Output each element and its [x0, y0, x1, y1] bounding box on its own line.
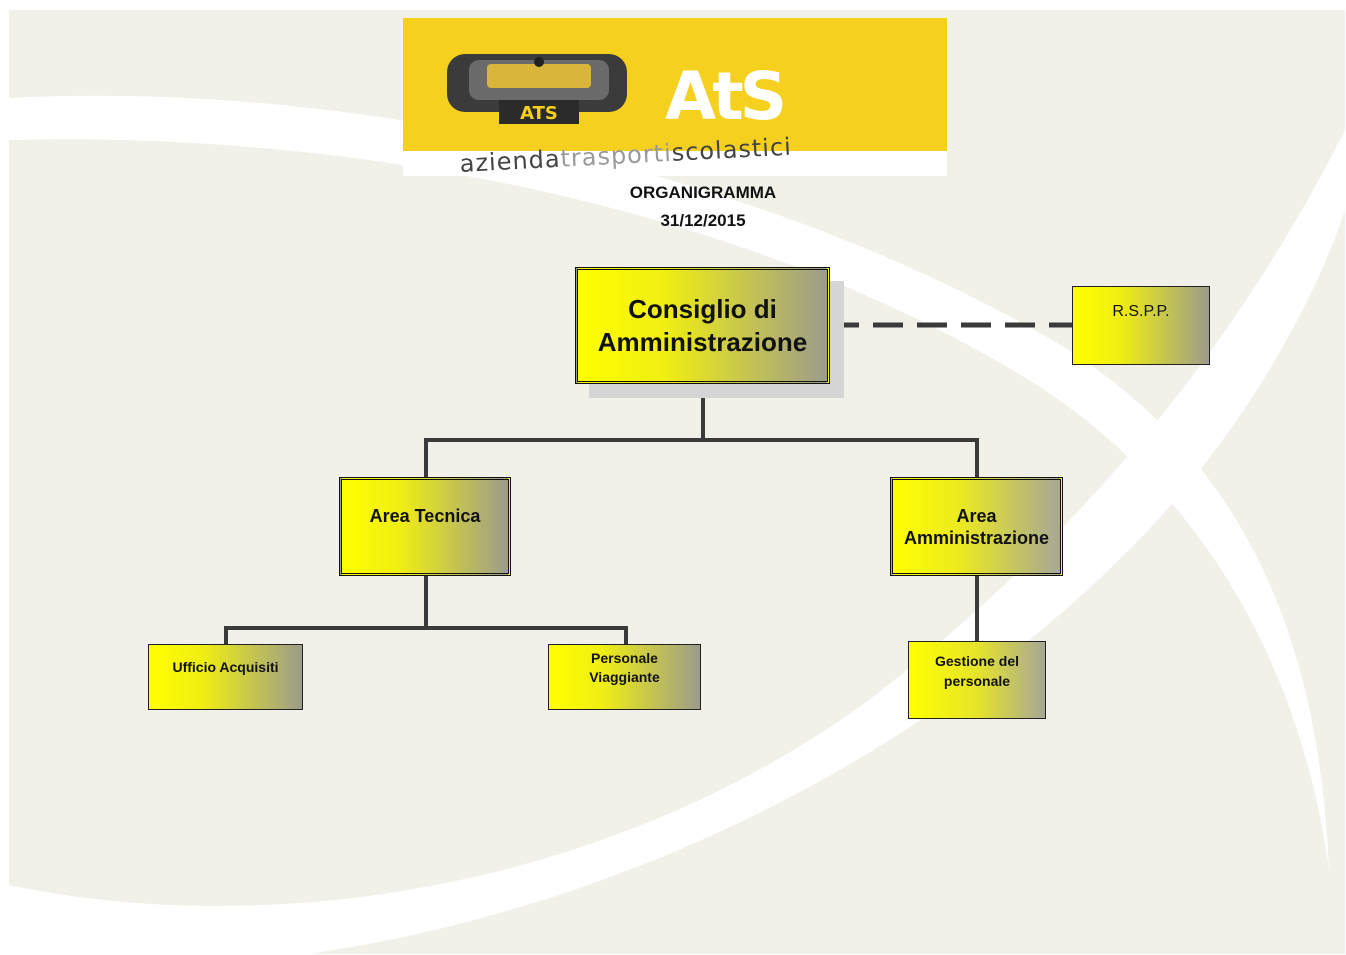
- board-label-line1: Consiglio di: [628, 293, 777, 324]
- bus-icon: ATS: [447, 54, 627, 124]
- personale-viaggiante-label-line1: Personale: [591, 650, 658, 666]
- area-amministrazione-label-line2: Amministrazione: [903, 527, 1050, 548]
- gestione-personale-label-line2: personale: [943, 673, 1011, 689]
- ufficio-acquisiti-label: Ufficio Acquisiti: [172, 659, 279, 675]
- area-tecnica-label: Area Tecnica: [369, 506, 481, 526]
- logo-badge-text: ATS: [520, 103, 558, 124]
- personale-viaggiante-label-line2: Viaggiante: [589, 669, 660, 685]
- area-tecnica-box: Area Tecnica: [339, 477, 511, 576]
- rspp-label: R.S.P.P.: [1112, 303, 1170, 320]
- background-swirl: [9, 95, 1345, 954]
- board-box: Consiglio di Amministrazione: [575, 267, 830, 384]
- ufficio-acquisiti-box: Ufficio Acquisiti: [148, 644, 303, 710]
- logo-wordmark: AtS: [665, 58, 787, 135]
- rspp-box: R.S.P.P.: [1072, 286, 1210, 365]
- area-amministrazione-box: Area Amministrazione: [890, 477, 1063, 576]
- gestione-personale-box: Gestione del personale: [908, 641, 1046, 719]
- area-amministrazione-label-line1: Area: [956, 505, 997, 526]
- gestione-personale-label-line1: Gestione del: [934, 653, 1020, 669]
- chart-date: 31/12/2015: [660, 211, 746, 230]
- chart-title: ORGANIGRAMMA: [629, 183, 777, 202]
- personale-viaggiante-box: Personale Viaggiante: [548, 644, 701, 710]
- board-label-line2: Amministrazione: [597, 326, 808, 357]
- company-logo: ATS AtS aziendatrasportiscolastici: [403, 18, 947, 178]
